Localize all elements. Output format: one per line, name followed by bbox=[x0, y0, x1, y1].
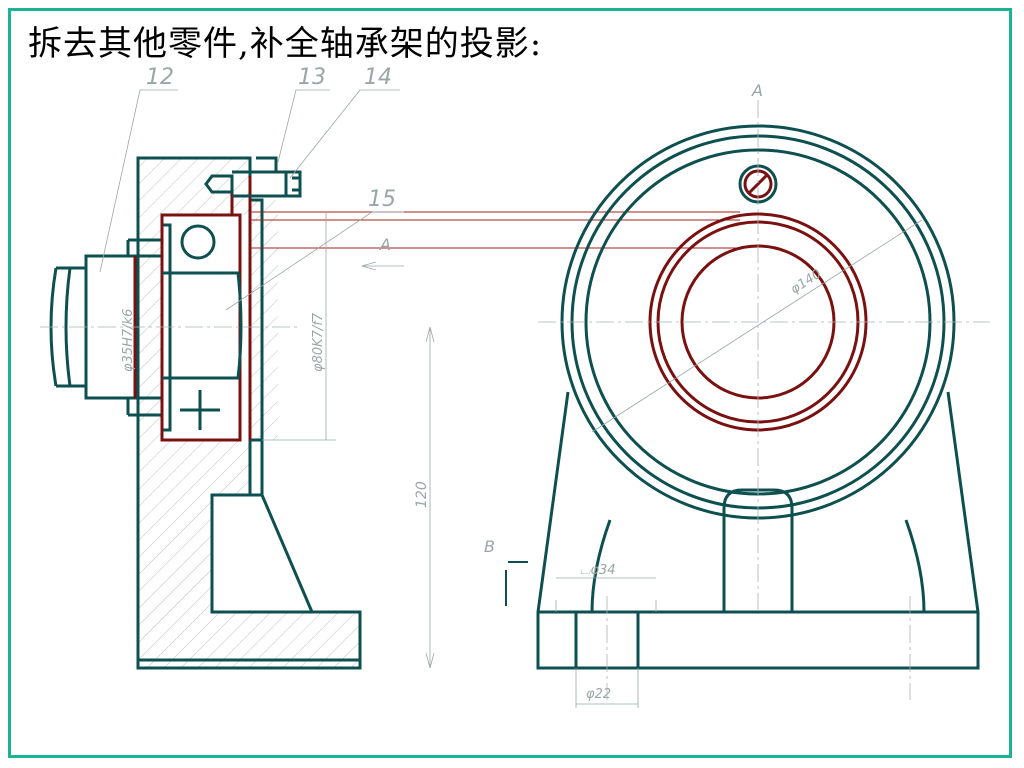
view-a-side-label: A bbox=[379, 235, 391, 254]
view-b-marker bbox=[505, 561, 528, 606]
label-13: 13 bbox=[298, 65, 326, 90]
leg-curves bbox=[590, 519, 926, 613]
bearing-block bbox=[160, 213, 242, 442]
dim-line-phi140 bbox=[591, 219, 923, 433]
dim-arrows-120 bbox=[425, 326, 435, 669]
dim-120: 120 bbox=[414, 481, 430, 508]
leader-13 bbox=[277, 89, 330, 163]
view-b-label: B bbox=[484, 537, 495, 556]
hole-outline bbox=[574, 612, 640, 668]
dim-phi80: φ80K7/f7 bbox=[311, 312, 326, 372]
leader-12 bbox=[99, 89, 178, 273]
leader-15 bbox=[225, 211, 404, 311]
leader-14 bbox=[289, 89, 400, 179]
cover-hatching bbox=[250, 200, 278, 440]
inner-race bbox=[162, 271, 243, 380]
label-14: 14 bbox=[364, 65, 392, 90]
dim-phi140: φ140 bbox=[788, 267, 824, 298]
dim-line-phi22 bbox=[575, 668, 639, 708]
collar bbox=[162, 223, 172, 432]
dim-line-phi34 bbox=[555, 577, 657, 612]
ball-icon bbox=[180, 224, 216, 260]
set-screw bbox=[204, 156, 302, 198]
label-12: 12 bbox=[146, 65, 174, 90]
front-view: ⌴φ34 φ22 φ140 A bbox=[536, 81, 990, 708]
section-view: 12 13 14 15 A φ80K7/f7 φ35H7/k6 120 B bbox=[40, 65, 740, 670]
shaft-shoulder bbox=[126, 238, 162, 417]
label-15: 15 bbox=[368, 187, 396, 212]
crosshair-icon bbox=[180, 390, 220, 430]
cover-outline bbox=[250, 198, 264, 442]
view-a-arrow bbox=[361, 261, 404, 271]
dim-phi35: φ35H7/k6 bbox=[121, 309, 136, 372]
rib-edge bbox=[250, 493, 314, 613]
dim-phi22: φ22 bbox=[586, 687, 611, 702]
slide-title: 拆去其他零件,补全轴承架的投影: bbox=[28, 24, 543, 64]
view-a-top-label: A bbox=[751, 81, 763, 100]
oil-hole-slash bbox=[747, 173, 769, 195]
bracket-hatching bbox=[138, 158, 360, 668]
dim-phi34: ⌴φ34 bbox=[580, 563, 616, 578]
support-body bbox=[536, 391, 980, 670]
slide-frame bbox=[8, 8, 1012, 758]
